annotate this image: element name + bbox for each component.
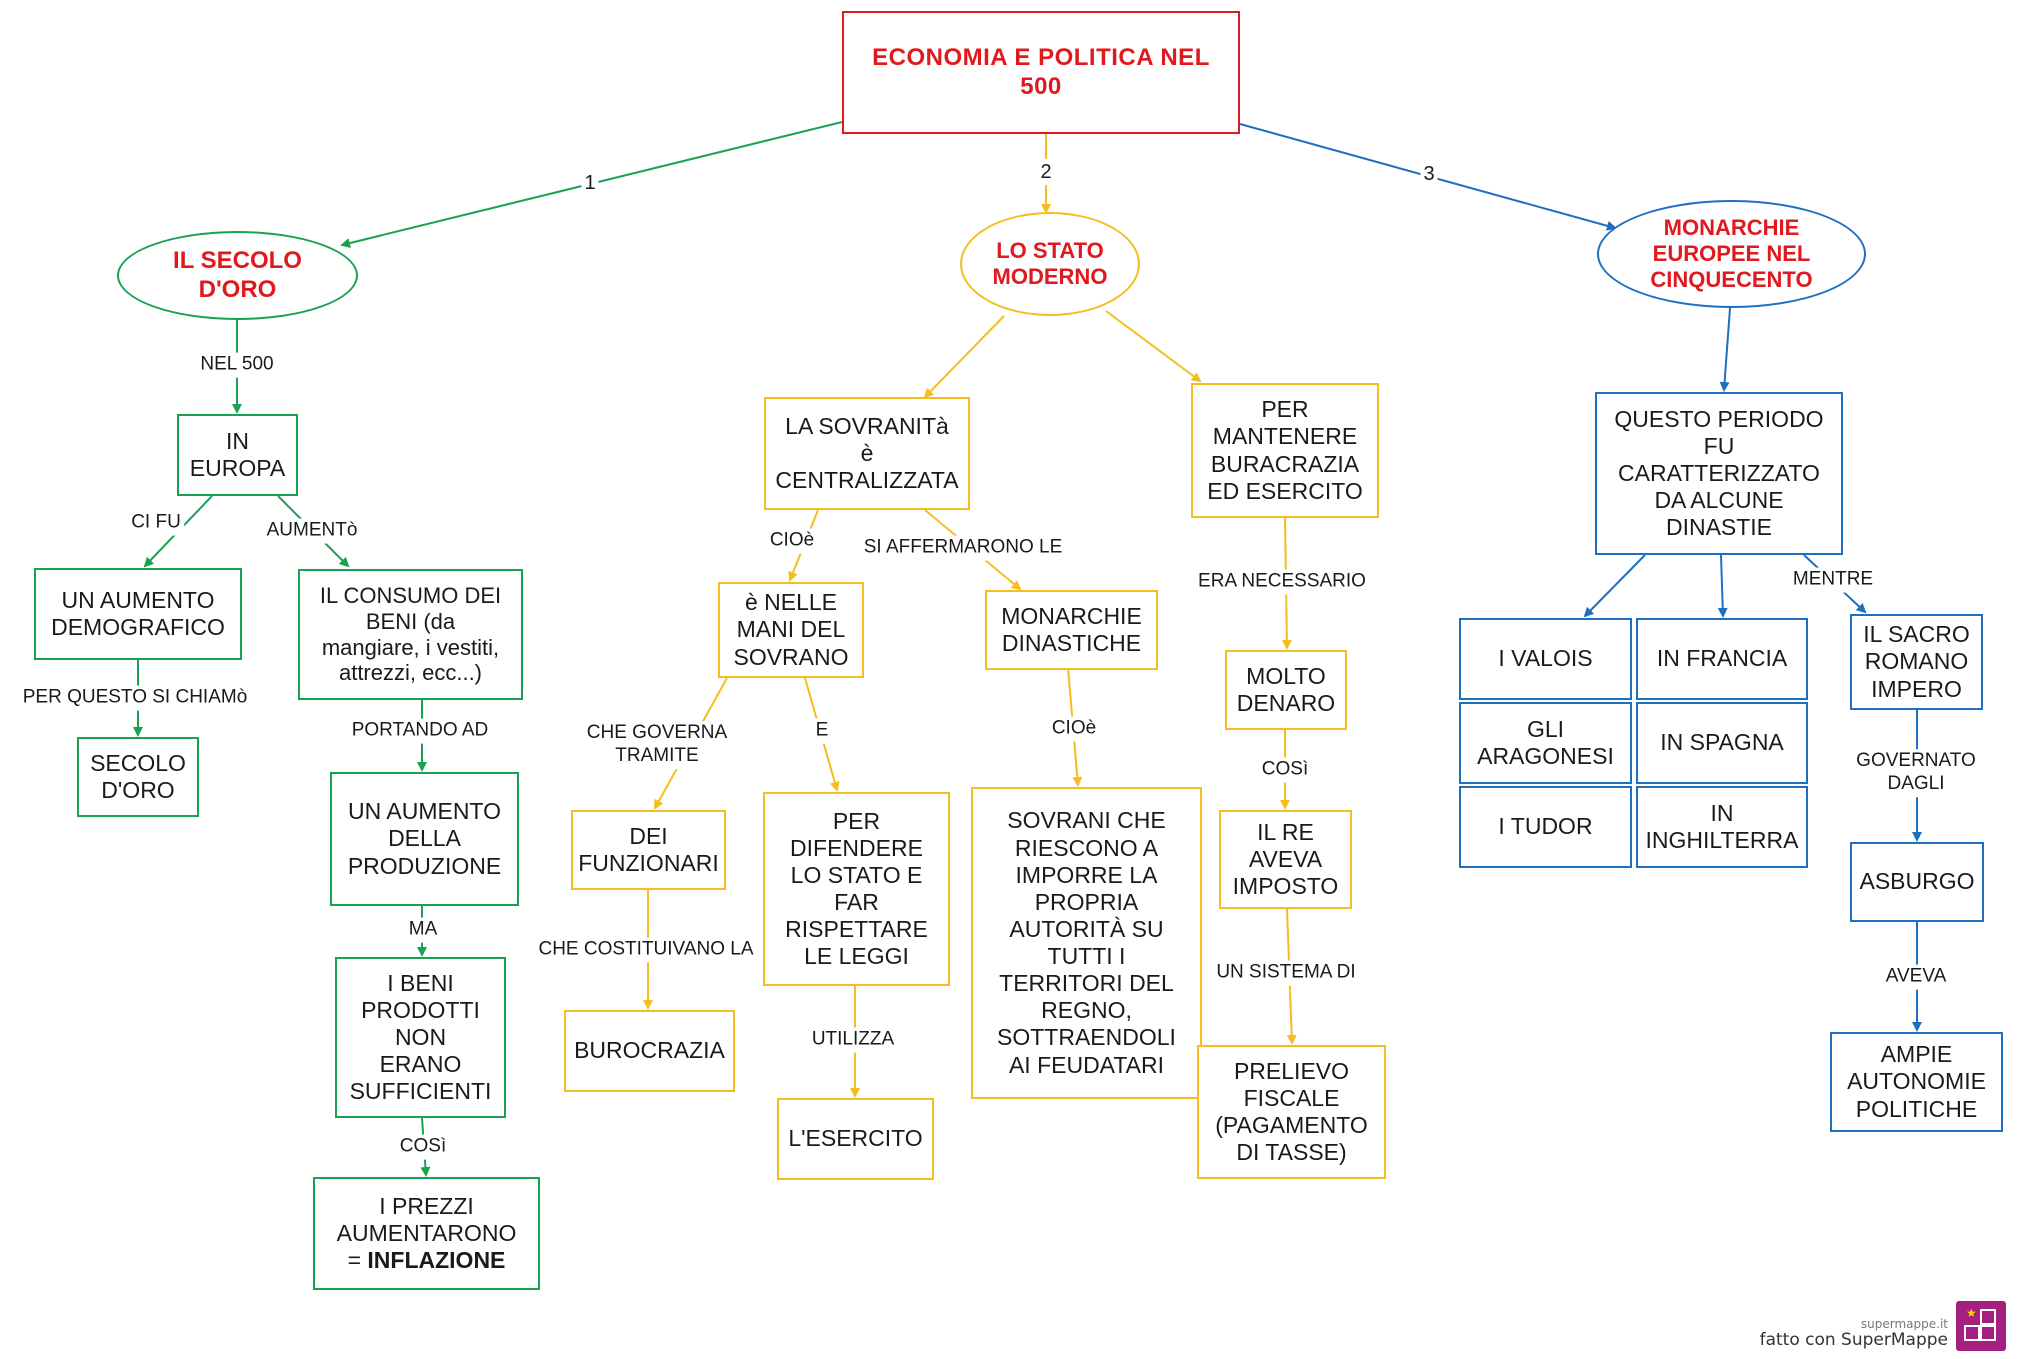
node-re-imposto: IL RE AVEVA IMPOSTO <box>1219 810 1352 909</box>
node-in-europa: IN EUROPA <box>177 414 298 496</box>
node-aragonesi: GLI ARAGONESI <box>1459 702 1632 784</box>
link-cioe-1: CIOè <box>766 528 818 554</box>
link-aveva: AVEVA <box>1882 964 1950 990</box>
node-ampie-autonomie: AMPIE AUTONOMIE POLITICHE <box>1830 1032 2003 1132</box>
link-governa-tramite: CHE GOVERNA TRAMITE <box>583 721 731 769</box>
inflazione-bold: INFLAZIONE <box>367 1247 506 1274</box>
node-in-spagna: IN SPAGNA <box>1636 702 1808 784</box>
link-utilizza: UTILIZZA <box>808 1027 898 1053</box>
link-nel-500: NEL 500 <box>197 352 277 378</box>
link-ci-fu: CI FU <box>128 510 184 536</box>
node-prelievo-fiscale: PRELIEVO FISCALE (PAGAMENTO DI TASSE) <box>1197 1045 1386 1179</box>
node-esercito: L'ESERCITO <box>777 1098 934 1180</box>
link-si-affermarono: SI AFFERMARONO LE <box>860 535 1066 561</box>
branding-made-with: fatto con SuperMappe <box>1759 1330 1948 1351</box>
link-aumento: AUMENTò <box>263 518 361 544</box>
node-sovranita-centralizzata: LA SOVRANITà è CENTRALIZZATA <box>764 397 970 510</box>
branch-number-1: 1 <box>581 170 599 196</box>
link-cioe-2: CIOè <box>1048 716 1100 742</box>
supermappe-logo-icon: ★ <box>1956 1301 2006 1351</box>
node-sovrani-autorita: SOVRANI CHE RIESCONO A IMPORRE LA PROPRI… <box>971 787 1202 1099</box>
head-monarchie-europee: MONARCHIE EUROPEE NEL CINQUECENTO <box>1597 200 1866 308</box>
supermappe-branding: supermappe.it fatto con SuperMappe ★ <box>1760 1301 2006 1351</box>
branding-text: supermappe.it fatto con SuperMappe <box>1759 1316 1948 1351</box>
link-governato-dagli: GOVERNATO DAGLI <box>1853 749 1979 797</box>
link-cosi-middle: COSì <box>1258 757 1312 783</box>
node-difendere-stato: PER DIFENDERE LO STATO E FAR RISPETTARE … <box>763 792 950 986</box>
node-secolo-doro: SECOLO D'ORO <box>77 737 199 817</box>
link-cosi-left: COSì <box>396 1134 450 1160</box>
node-mani-sovrano: è NELLE MANI DEL SOVRANO <box>718 582 864 678</box>
link-costituivano: CHE COSTITUIVANO LA <box>535 937 757 963</box>
head-stato-moderno: LO STATO MODERNO <box>960 212 1140 316</box>
node-sacro-romano-impero: IL SACRO ROMANO IMPERO <box>1850 614 1983 710</box>
branch-number-3: 3 <box>1420 161 1438 187</box>
branding-site: supermappe.it <box>1860 1316 1948 1331</box>
link-mentre: MENTRE <box>1789 567 1877 593</box>
node-asburgo: ASBURGO <box>1850 842 1984 922</box>
link-sistema-di: UN SISTEMA DI <box>1213 960 1359 986</box>
node-in-francia: IN FRANCIA <box>1636 618 1808 700</box>
branch-number-2: 2 <box>1037 159 1055 185</box>
node-mantenere-burocrazia: PER MANTENERE BURACRAZIA ED ESERCITO <box>1191 383 1379 518</box>
node-prezzi-inflazione: I PREZZI AUMENTARONO = INFLAZIONE <box>313 1177 540 1290</box>
map-title: ECONOMIA E POLITICA NEL 500 <box>842 11 1240 134</box>
head-secolo-doro: IL SECOLO D'ORO <box>117 231 358 320</box>
node-aumento-produzione: UN AUMENTO DELLA PRODUZIONE <box>330 772 519 906</box>
node-tudor: I TUDOR <box>1459 786 1632 868</box>
node-burocrazia: BUROCRAZIA <box>564 1010 735 1092</box>
node-monarchie-dinastiche: MONARCHIE DINASTICHE <box>985 590 1158 670</box>
node-in-inghilterra: IN INGHILTERRA <box>1636 786 1808 868</box>
link-ma: MA <box>405 917 441 943</box>
node-consumo-beni: IL CONSUMO DEI BENI (da mangiare, i vest… <box>298 569 523 700</box>
link-per-questo: PER QUESTO SI CHIAMò <box>19 685 251 711</box>
link-era-necessario: ERA NECESSARIO <box>1195 569 1369 595</box>
node-beni-insufficienti: I BENI PRODOTTI NON ERANO SUFFICIENTI <box>335 957 506 1118</box>
node-funzionari: DEI FUNZIONARI <box>571 810 726 890</box>
link-e: E <box>812 718 832 744</box>
link-portando-ad: PORTANDO AD <box>348 718 492 744</box>
node-periodo-dinastie: QUESTO PERIODO FU CARATTERIZZATO DA ALCU… <box>1595 392 1843 555</box>
prezzi-text: I PREZZI AUMENTARONO = INFLAZIONE <box>336 1192 517 1274</box>
node-aumento-demografico: UN AUMENTO DEMOGRAFICO <box>34 568 242 660</box>
node-valois: I VALOIS <box>1459 618 1632 700</box>
node-molto-denaro: MOLTO DENARO <box>1225 650 1347 730</box>
